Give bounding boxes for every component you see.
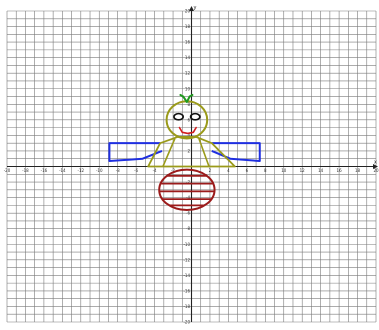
y-tick-label: -6 [186,211,190,216]
skirt-ellipse [158,168,216,212]
sprout-leaf [179,93,188,103]
y-tick-label: 14 [185,55,191,60]
y-tick-label: 18 [185,24,191,29]
x-tick-label: -12 [78,168,85,173]
x-tick-label: -20 [4,168,11,173]
x-tick-label: -16 [41,168,48,173]
y-tick-label: -12 [183,257,190,262]
y-tick-label: 16 [185,40,191,45]
y-tick-label: 2 [187,148,190,153]
doll-drawing [108,93,261,212]
torso-side-line [162,138,176,167]
y-tick-label: -8 [186,226,190,231]
y-tick-label: 12 [185,71,191,76]
arm-sleeve [108,142,163,163]
eye [189,112,201,121]
x-tick-label: -4 [153,168,157,173]
y-tick-label: 4 [187,133,190,138]
axes: x y [7,5,378,322]
x-tick-label: -8 [116,168,120,173]
x-tick-label: -10 [96,168,103,173]
y-tick-label: -16 [183,288,190,293]
x-tick-label: -2 [171,168,175,173]
x-tick-label: -18 [22,168,29,173]
y-tick-label: -10 [183,242,190,247]
mouth-smile [178,126,197,135]
x-tick-label: 14 [318,168,324,173]
torso-side-line [198,138,210,167]
y-tick-label: -2 [186,180,190,185]
x-tick-label: 4 [227,168,230,173]
sprout-leaf [185,93,194,103]
x-tick-label: 12 [300,168,306,173]
y-tick-label: -18 [183,304,190,309]
y-axis-label: y [194,5,197,11]
x-tick-label: 18 [355,168,361,173]
x-tick-labels: -20 -18 -16 -14 -12 -10 -8 -6 -4 -2 2 4 6 8 10 12 14 16 18… [4,168,379,173]
x-tick-label: 8 [264,168,267,173]
eye [173,112,184,121]
y-tick-label: -4 [186,195,190,200]
x-axis-arrow-icon [373,164,378,169]
x-tick-label: 20 [373,168,379,173]
y-tick-labels: 20 18 16 14 12 10 8 6 4 2 -2 -4 -6 -8 -10 -12 -14 -16 -18 -… [183,9,190,325]
y-tick-label: 8 [187,102,190,107]
x-axis-label: x [374,160,377,166]
x-tick-label: -14 [59,168,66,173]
y-tick-label: -20 [183,320,190,325]
x-tick-label: 10 [281,168,287,173]
x-tick-label: 6 [246,168,249,173]
y-tick-label: 20 [185,9,191,14]
x-tick-label: -6 [134,168,138,173]
y-axis-arrow-icon [189,6,194,11]
x-tick-label: 16 [337,168,343,173]
y-tick-label: 6 [187,117,190,122]
x-tick-label: 2 [209,168,212,173]
y-tick-label: 10 [185,86,191,91]
y-tick-label: -14 [183,273,190,278]
